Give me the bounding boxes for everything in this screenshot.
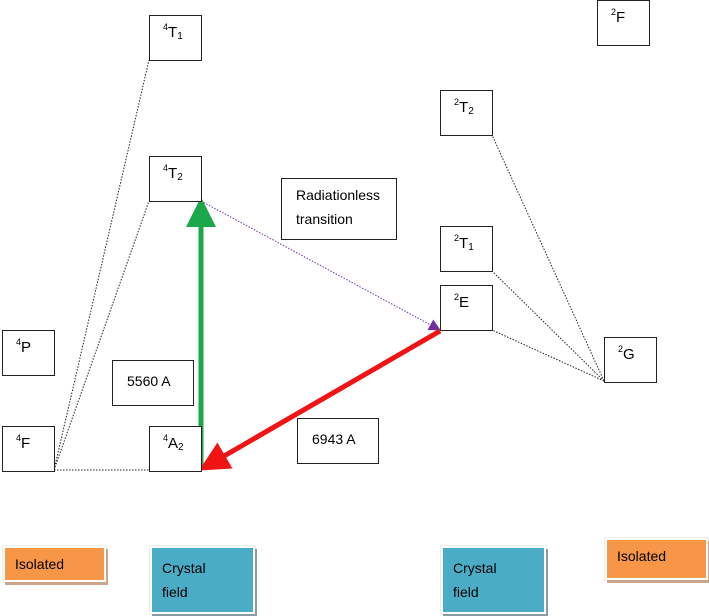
level-2G-sup: 2 [618, 344, 624, 354]
level-2T1-sub: 1 [468, 242, 474, 253]
radiationless-line1: Radiationless [296, 187, 381, 203]
absorption-wavelength-label: 5560 A [112, 360, 194, 406]
level-2F: 2F [597, 0, 650, 46]
emission-wavelength-text: 6943 A [312, 431, 356, 447]
isolated-tag-left: Isolated [3, 546, 106, 582]
correlation-line-4F-4T2 [53, 200, 150, 471]
level-4T1-sup: 4 [163, 22, 169, 32]
level-4T2: 4T2 [149, 156, 202, 202]
crystal-field-tag-left: Crystal field [150, 546, 255, 614]
level-4F: 4F [2, 426, 55, 472]
crystal-field-right-line2: field [453, 584, 479, 600]
emission-arrow [199, 328, 442, 471]
level-2F-term: F [616, 9, 626, 26]
level-2T1: 2T1 [440, 226, 493, 272]
level-4T2-sup: 4 [163, 163, 169, 173]
level-4P-term: P [21, 339, 32, 356]
level-2T2: 2T2 [440, 90, 493, 136]
radiationless-arrow [200, 200, 441, 331]
level-2T2-term: T [459, 99, 469, 116]
crystal-field-left-line1: Crystal [162, 560, 206, 576]
level-4A2-sub: 2 [178, 442, 184, 453]
correlation-line-2G-2T2 [491, 134, 605, 382]
level-2T1-term: T [459, 235, 469, 252]
isolated-tag-right: Isolated [605, 538, 708, 580]
absorption-wavelength-text: 5560 A [127, 373, 171, 389]
crystal-field-left-line2: field [162, 584, 188, 600]
emission-wavelength-label: 6943 A [297, 418, 379, 464]
isolated-tag-right-text: Isolated [617, 548, 667, 564]
level-4T1-sub: 1 [177, 31, 183, 42]
crystal-field-tag-right: Crystal field [441, 546, 546, 614]
level-2T2-sub: 2 [468, 106, 474, 117]
level-4T2-term: T [168, 165, 178, 182]
correlation-line-2G-2E [491, 329, 605, 382]
level-2E: 2E [440, 285, 493, 331]
level-4P-sup: 4 [16, 337, 22, 347]
radiationless-line2: transition [296, 211, 353, 227]
correlation-line-4F-4T1 [53, 59, 150, 471]
level-4T1-term: T [168, 24, 178, 41]
level-4P: 4P [2, 330, 55, 376]
level-4A2-term: A [168, 435, 179, 452]
level-2E-sup: 2 [454, 292, 460, 302]
level-2E-term: E [459, 294, 470, 311]
level-2T1-sup: 2 [454, 233, 460, 243]
crystal-field-right-line1: Crystal [453, 560, 497, 576]
level-2F-sup: 2 [611, 7, 617, 17]
level-4T2-sub: 2 [177, 172, 183, 183]
level-4F-sup: 4 [16, 433, 22, 443]
level-4T1: 4T1 [149, 15, 202, 61]
level-2G-term: G [623, 346, 635, 363]
isolated-tag-left-text: Isolated [15, 556, 65, 572]
level-4A2-sup: 4 [163, 433, 169, 443]
level-4F-term: F [21, 435, 31, 452]
level-2T2-sup: 2 [454, 97, 460, 107]
radiationless-transition-label: Radiationless transition [281, 178, 397, 240]
level-2G: 2G [604, 337, 657, 383]
correlation-line-2G-2T1 [491, 270, 605, 382]
level-4A2: 4A2 [149, 426, 202, 472]
